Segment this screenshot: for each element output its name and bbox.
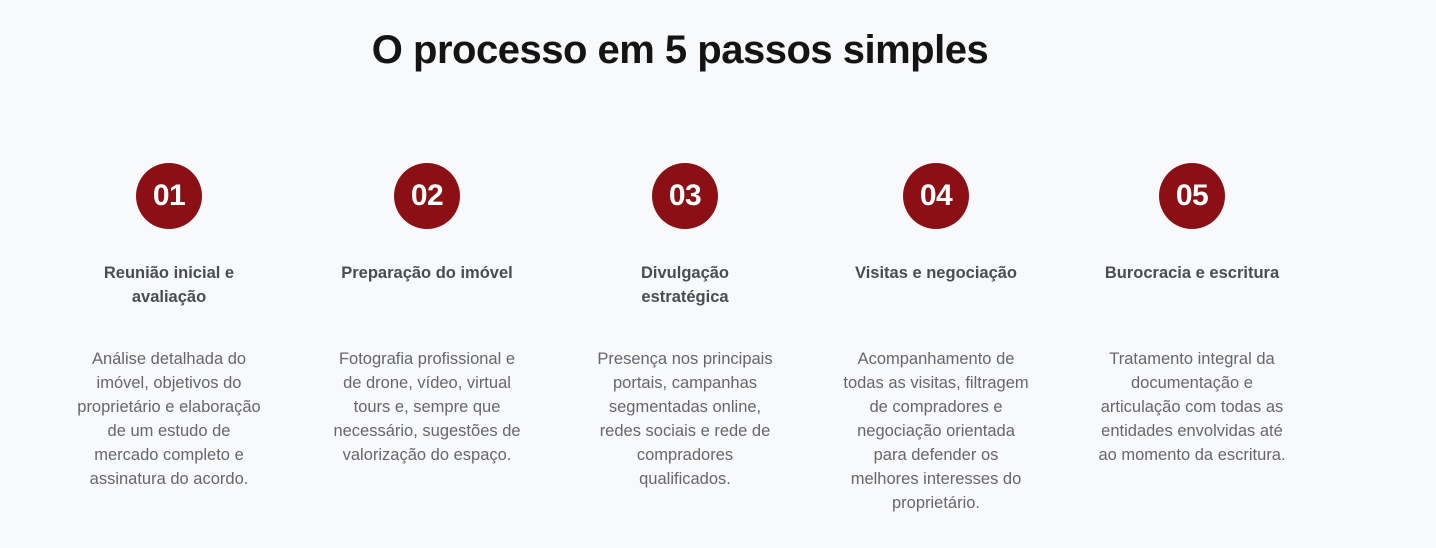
step-heading-line: estratégica bbox=[641, 288, 729, 306]
step-description-line: proprietário. bbox=[891, 494, 981, 512]
step-number-badge: 01 bbox=[136, 163, 202, 229]
step-description: Tratamento integral da documentação e arti… bbox=[1062, 347, 1322, 467]
step-description-line: entidades envolvidas até bbox=[1101, 422, 1283, 440]
step-description-line: segmentadas online, bbox=[608, 398, 762, 416]
step-description-line: articulação com todas as bbox=[1100, 398, 1284, 416]
step-description-line: de um estudo de bbox=[107, 422, 231, 440]
step-heading-line: Reunião inicial e bbox=[103, 264, 235, 282]
step-heading: Preparação do imóvel bbox=[297, 261, 557, 333]
step-description: Acompanhamento de todas as visitas, filtr… bbox=[806, 347, 1066, 515]
step-number-badge: 03 bbox=[652, 163, 718, 229]
step-description-line: documentação e bbox=[1130, 374, 1253, 392]
step-number-badge: 05 bbox=[1159, 163, 1225, 229]
step-description-line: tours e, sempre que bbox=[353, 398, 501, 416]
step-description-line: Acompanhamento de bbox=[857, 350, 1015, 368]
step-description-line: todas as visitas, filtragem bbox=[843, 374, 1029, 392]
step-description-line: qualificados. bbox=[639, 470, 731, 488]
step-heading: Burocracia e escritura bbox=[1062, 261, 1322, 333]
step-description-line: redes sociais e rede de bbox=[599, 422, 771, 440]
step-heading: Reunião inicial e avaliação bbox=[39, 261, 299, 333]
step-heading-line: Visitas e negociação bbox=[854, 264, 1018, 282]
step-description-line: portais, campanhas bbox=[613, 374, 757, 392]
step-description-line: ao momento da escritura. bbox=[1098, 446, 1286, 464]
step-description-line: proprietário e elaboração bbox=[77, 398, 261, 416]
step-description-line: valorização do espaço. bbox=[342, 446, 512, 464]
step-heading-line: Preparação do imóvel bbox=[341, 264, 513, 282]
step-number-badge: 04 bbox=[903, 163, 969, 229]
step-description-line: de drone, vídeo, virtual bbox=[343, 374, 511, 392]
step-description-line: melhores interesses do bbox=[850, 470, 1022, 488]
step-description-line: de compradores e bbox=[869, 398, 1003, 416]
step-heading: Divulgação estratégica bbox=[555, 261, 815, 333]
step-description-line: assinatura do acordo. bbox=[89, 470, 249, 488]
step-heading-line: avaliação bbox=[131, 288, 207, 306]
step-number-badge: 02 bbox=[394, 163, 460, 229]
step-description: Fotografia profissional e de drone, vídeo… bbox=[297, 347, 557, 467]
step-description: Análise detalhada do imóvel, objetivos do… bbox=[39, 347, 299, 491]
step-heading: Visitas e negociação bbox=[806, 261, 1066, 333]
step-heading-line: Burocracia e escritura bbox=[1104, 264, 1280, 282]
step-description-line: necessário, sugestões de bbox=[333, 422, 521, 440]
step-description-line: Presença nos principais bbox=[597, 350, 773, 368]
step-description-line: Análise detalhada do bbox=[91, 350, 247, 368]
step-description-line: mercado completo e bbox=[94, 446, 244, 464]
step-description: Presença nos principais portais, campanha… bbox=[555, 347, 815, 491]
section-title: O processo em 5 passos simples bbox=[371, 28, 989, 72]
step-heading-line: Divulgação bbox=[640, 264, 730, 282]
step-description-line: negociação orientada bbox=[857, 422, 1015, 440]
step-description-line: para defender os bbox=[873, 446, 999, 464]
step-description-line: Fotografia profissional e bbox=[338, 350, 516, 368]
step-description-line: compradores bbox=[636, 446, 734, 464]
step-description-line: imóvel, objetivos do bbox=[96, 374, 242, 392]
step-description-line: Tratamento integral da bbox=[1109, 350, 1275, 368]
